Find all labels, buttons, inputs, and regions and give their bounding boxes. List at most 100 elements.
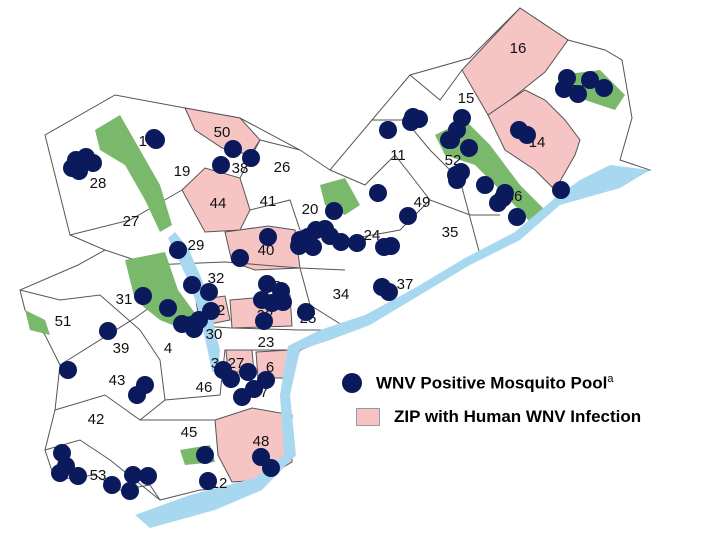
human-infection-swatch-icon: [356, 408, 380, 426]
mosquito-pool-marker: [380, 283, 398, 301]
legend-human-row: ZIP with Human WNV Infection: [342, 400, 709, 434]
mosquito-pool-marker: [199, 472, 217, 490]
mosquito-pool-marker: [169, 241, 187, 259]
mosquito-pool-marker: [242, 149, 260, 167]
mosquito-pool-marker: [494, 189, 512, 207]
mosquito-pool-marker: [214, 361, 232, 379]
mosquito-pool-marker: [253, 291, 271, 309]
mosquito-pool-marker: [325, 202, 343, 220]
mosquito-pool-marker: [379, 121, 397, 139]
zip-label-15: 15: [458, 90, 475, 107]
mosquito-pool-marker: [569, 85, 587, 103]
mosquito-pool-marker: [508, 208, 526, 226]
mosquito-pool-marker: [147, 131, 165, 149]
mosquito-pool-marker: [200, 283, 218, 301]
mosquito-pool-marker: [297, 303, 315, 321]
mosquito-pool-marker: [382, 237, 400, 255]
zip-label-16: 16: [510, 40, 527, 57]
zip-labels: 1615541450181152382628194936444120273524…: [55, 40, 586, 492]
legend-mosquito-row: WNV Positive Mosquito Poola: [342, 366, 709, 400]
mosquito-pool-marker: [262, 459, 280, 477]
mosquito-pool-marker: [224, 140, 242, 158]
park-fairmount: [125, 252, 200, 330]
zip-label-44: 44: [210, 195, 227, 212]
zip-label-51: 51: [55, 313, 72, 330]
mosquito-pool-marker: [476, 176, 494, 194]
mosquito-pool-marker: [555, 80, 573, 98]
mosquito-pools: [51, 69, 613, 500]
zip-label-41: 41: [260, 193, 277, 210]
zip-line: [139, 329, 166, 421]
mosquito-pool-marker-icon: [342, 373, 362, 393]
mosquito-pool-marker: [134, 287, 152, 305]
zip-boundaries: [19, 7, 652, 501]
mosquito-pool-marker: [369, 184, 387, 202]
mosquito-pool-marker: [139, 467, 157, 485]
park-southwest: [25, 310, 50, 335]
zip-label-40: 40: [258, 242, 275, 259]
zip-line: [69, 189, 183, 236]
mosquito-pool-marker: [124, 466, 142, 484]
zip-line: [372, 119, 481, 256]
zip-line: [329, 154, 500, 216]
mosquito-pool-marker: [316, 220, 334, 238]
mosquito-pool-marker: [183, 276, 201, 294]
zip-label-42: 42: [88, 411, 105, 428]
zip-label-48: 48: [253, 433, 270, 450]
mosquito-pool-marker: [212, 156, 230, 174]
mosquito-pool-marker: [259, 228, 277, 246]
mosquito-pool-marker: [552, 181, 570, 199]
mosquito-pool-marker: [196, 446, 214, 464]
mosquito-pool-marker: [69, 467, 87, 485]
zip-label-37: 37: [397, 276, 414, 293]
zip-label-46: 46: [196, 379, 213, 396]
mosquito-pool-marker: [245, 380, 263, 398]
mosquito-pool-marker: [518, 126, 536, 144]
legend-mosquito-text: WNV Positive Mosquito Pool: [376, 373, 608, 393]
zip-label-11: 11: [390, 147, 406, 164]
mosquito-pool-marker: [595, 79, 613, 97]
zip-label-28: 28: [90, 175, 107, 192]
zip-line: [19, 289, 141, 331]
zip-label-50: 50: [214, 124, 231, 141]
mosquito-pool-marker: [442, 131, 460, 149]
schuylkill-river: [168, 232, 220, 372]
legend: WNV Positive Mosquito Poola ZIP with Hum…: [342, 366, 709, 434]
mosquito-pool-marker: [258, 275, 276, 293]
mosquito-pool-marker: [299, 228, 317, 246]
zip-label-35: 35: [442, 224, 459, 241]
zip-label-34: 34: [333, 286, 350, 303]
mosquito-pool-marker: [159, 299, 177, 317]
zip-label-4: 4: [164, 340, 172, 357]
mosquito-pool-marker: [399, 207, 417, 225]
mosquito-pool-marker: [239, 363, 257, 381]
mosquito-pool-marker: [274, 293, 292, 311]
zip-label-45: 45: [181, 424, 198, 441]
mosquito-pool-marker: [99, 322, 117, 340]
legend-mosquito-label: WNV Positive Mosquito Poola: [376, 373, 614, 394]
mosquito-pool-marker: [332, 233, 350, 251]
rivers: [135, 165, 650, 528]
zip-label-43: 43: [109, 372, 126, 389]
legend-human-label: ZIP with Human WNV Infection: [394, 407, 642, 426]
mosquito-pool-marker: [447, 166, 465, 184]
mosquito-pool-marker: [460, 139, 478, 157]
legend-superscript: a: [607, 372, 614, 385]
zip-line: [54, 394, 215, 421]
zip-label-20: 20: [302, 201, 319, 218]
zip-label-26: 26: [274, 159, 291, 176]
park-poquessing: [560, 70, 625, 110]
mosquito-pool-marker: [51, 464, 69, 482]
zip-label-53: 53: [90, 467, 107, 484]
mosquito-pool-marker: [255, 312, 273, 330]
mosquito-pool-marker: [190, 311, 208, 329]
zip-label-38: 38: [232, 160, 249, 177]
zip-label-49: 49: [414, 194, 431, 211]
mosquito-pool-marker: [121, 482, 139, 500]
mosquito-pool-marker: [402, 113, 420, 131]
zip-line: [409, 69, 463, 101]
mosquito-pool-marker: [84, 154, 102, 172]
mosquito-pool-marker: [128, 386, 146, 404]
zip-label-19: 19: [174, 163, 191, 180]
